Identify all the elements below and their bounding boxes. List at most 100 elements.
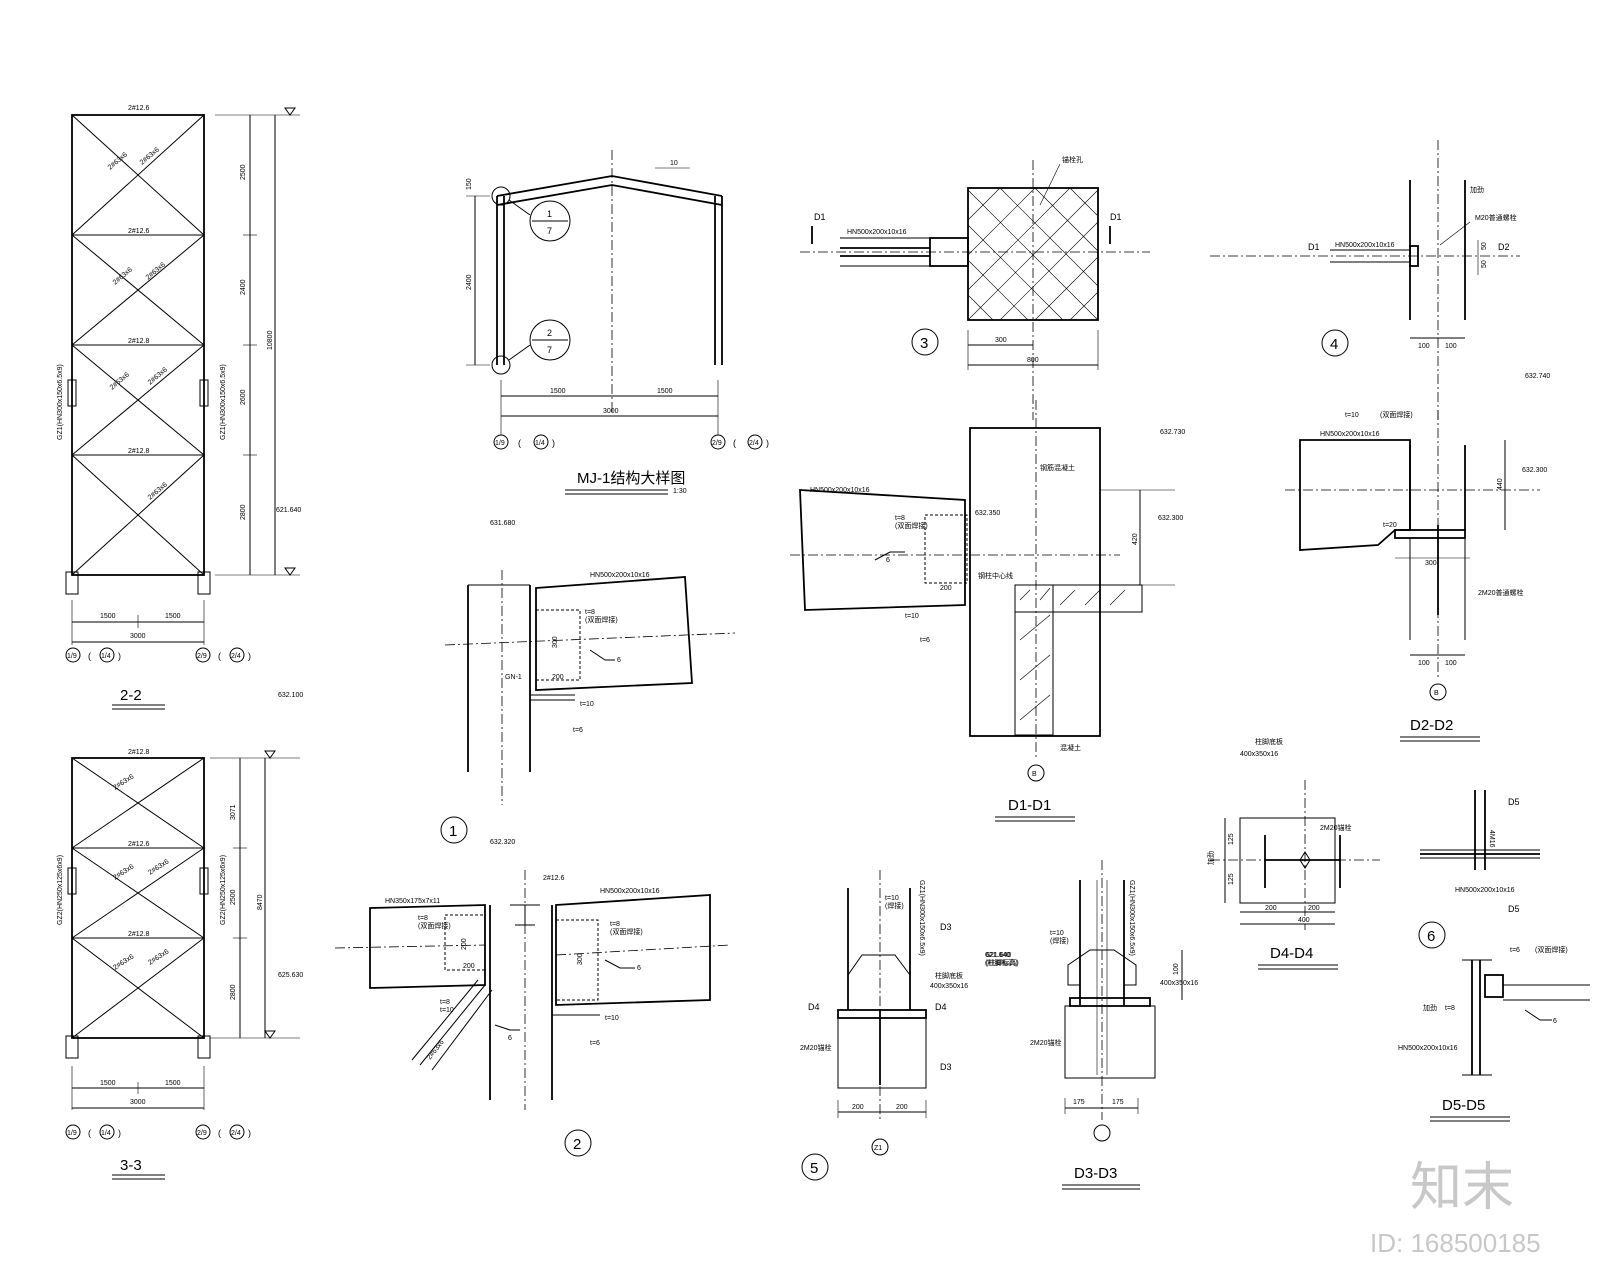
section-mark: D4 [935, 1002, 947, 1012]
brace-label: 2#12.6 [128, 105, 150, 112]
plate-note: (双面焊接) [610, 927, 643, 936]
axis-label: 1/4 [535, 440, 545, 447]
diag-label: 2#63x6 [112, 863, 135, 881]
dim: 2600 [240, 389, 247, 405]
dim: 1500 [100, 613, 116, 620]
column-label: 2#12.6 [543, 875, 565, 882]
bolt-label: 2M20锚栓 [800, 1043, 832, 1052]
dim: 1500 [165, 1080, 181, 1087]
svg-text:(: ( [218, 1128, 221, 1138]
svg-text:(: ( [218, 651, 221, 661]
base-note: 柱脚底板 [935, 971, 963, 980]
elevation: 632.320 [490, 839, 515, 846]
gn-label: GN-1 [505, 674, 522, 681]
view-title: D4-D4 [1270, 945, 1313, 962]
scale: 1:30 [673, 488, 687, 495]
view-title: D5-D5 [1442, 1097, 1485, 1114]
axis-label: 1/4 [101, 1130, 111, 1137]
section-mark: D4 [808, 1002, 820, 1012]
elevation: 632.300 [1158, 515, 1183, 522]
dim: 200 [461, 938, 468, 950]
dim: 200 [463, 963, 475, 970]
stiff-label: t=8 [440, 999, 450, 1006]
watermark-logo: 知末 [1410, 1159, 1514, 1217]
svg-text:(: ( [733, 438, 736, 448]
beam-label: HN500x200x10x16 [600, 888, 660, 895]
brace-label: 2#12.8 [128, 749, 150, 756]
axis-label: 2/9 [197, 1130, 207, 1137]
stiff-note: (双面焊接) [1535, 945, 1568, 954]
diag-label: 2#63x6 [139, 146, 161, 166]
base-label: 400x350x16 [1240, 751, 1278, 758]
dim: 100 [1418, 343, 1430, 350]
axis-label: 2/4 [749, 440, 759, 447]
node-2-detail: 2#12.6 HN350x175x7x11 t=8 (双面焊接) 200 200… [334, 870, 731, 1157]
column-label: GZ1(HN300x150x6.5x9) [57, 364, 64, 440]
dim: 3000 [130, 633, 146, 640]
dim: 300 [577, 953, 584, 965]
dim: 175 [1112, 1099, 1124, 1106]
stiff-label: t=10 [1050, 930, 1064, 937]
node-5-detail: GZ1(HN300x150x6.5x9) t=10 (焊接) 柱脚底板 400x… [800, 870, 1018, 1181]
section-d2-d2: 632.740 HN500x200x10x16 t=10 (双面焊接) 632.… [1285, 373, 1550, 742]
column-label: GZ1(HN300x150x6.5x9) [1128, 880, 1135, 956]
dim: 1500 [550, 388, 566, 395]
stiff-label: t=6 [590, 1040, 600, 1047]
svg-text:): ) [248, 651, 251, 661]
watermark: 知末 ID: 168500185 [1370, 1159, 1541, 1258]
weld-size: 6 [508, 1035, 512, 1042]
brace-label: 2#63x6 [426, 1039, 446, 1061]
dim: 200 [852, 1104, 864, 1111]
dim: 3071 [230, 804, 237, 820]
brace-label: 2#12.6 [128, 841, 150, 848]
stiff-label: t=6 [573, 727, 583, 734]
svg-text:): ) [118, 651, 121, 661]
stiff-label: t=6 [1510, 947, 1520, 954]
elevation: 632.730 [1160, 429, 1185, 436]
dim-total: 8470 [257, 894, 264, 910]
elevation: 631.680 [490, 520, 515, 527]
base-label: 400x350x16 [930, 983, 968, 990]
elevation: 632.350 [975, 510, 1000, 517]
dim: 125 [1228, 833, 1235, 845]
axis-label: 2/9 [197, 653, 207, 660]
diag-label: 2#63x6 [112, 953, 135, 971]
beam-label: HN500x200x10x16 [810, 487, 870, 494]
dim: 200 [1265, 905, 1277, 912]
beam-label: HN500x200x10x16 [847, 229, 907, 236]
brace-label: 2#12.6 [128, 228, 150, 235]
dim-total: 10800 [267, 330, 274, 350]
weld-size: 6 [637, 965, 641, 972]
beam-label: HN500x200x10x16 [1335, 242, 1395, 249]
view-title: D2-D2 [1410, 717, 1453, 734]
axis-label: 2/4 [231, 653, 241, 660]
weld-size: 6 [886, 557, 890, 564]
section-2-2: 2#12.6 2#12.6 2#12.8 2#12.8 2#63x6 2#63x… [57, 105, 303, 710]
dim: 800 [1027, 357, 1039, 364]
detail-number: 6 [1427, 928, 1435, 945]
svg-text:): ) [118, 1128, 121, 1138]
section-mark: D3 [940, 922, 952, 932]
node-ref-sheet: 7 [547, 226, 552, 236]
svg-text:): ) [248, 1128, 251, 1138]
stiff-label: t=10 [440, 1007, 454, 1014]
svg-text:): ) [766, 438, 769, 448]
axis-label: Z1 [874, 1145, 882, 1152]
section-mark: D5 [1508, 904, 1520, 914]
weld-size: 6 [617, 657, 621, 664]
plate-label: t=8 [418, 915, 428, 922]
note: 混凝土 [1060, 743, 1081, 752]
detail-number: 2 [573, 1136, 581, 1153]
stiff-note: (焊接) [1050, 936, 1069, 945]
note: 加劲 [1470, 185, 1484, 194]
axis-label: 1/9 [495, 440, 505, 447]
dim: 50 [1481, 260, 1488, 268]
dim: 1500 [100, 1080, 116, 1087]
axis-label: 2/4 [231, 1130, 241, 1137]
section-mark: D1 [1308, 242, 1320, 252]
elevation: 632.740 [1525, 373, 1550, 380]
dim: 300 [1425, 560, 1437, 567]
diag-label: 2#63x6 [112, 773, 135, 791]
detail-number: 4 [1330, 336, 1338, 353]
